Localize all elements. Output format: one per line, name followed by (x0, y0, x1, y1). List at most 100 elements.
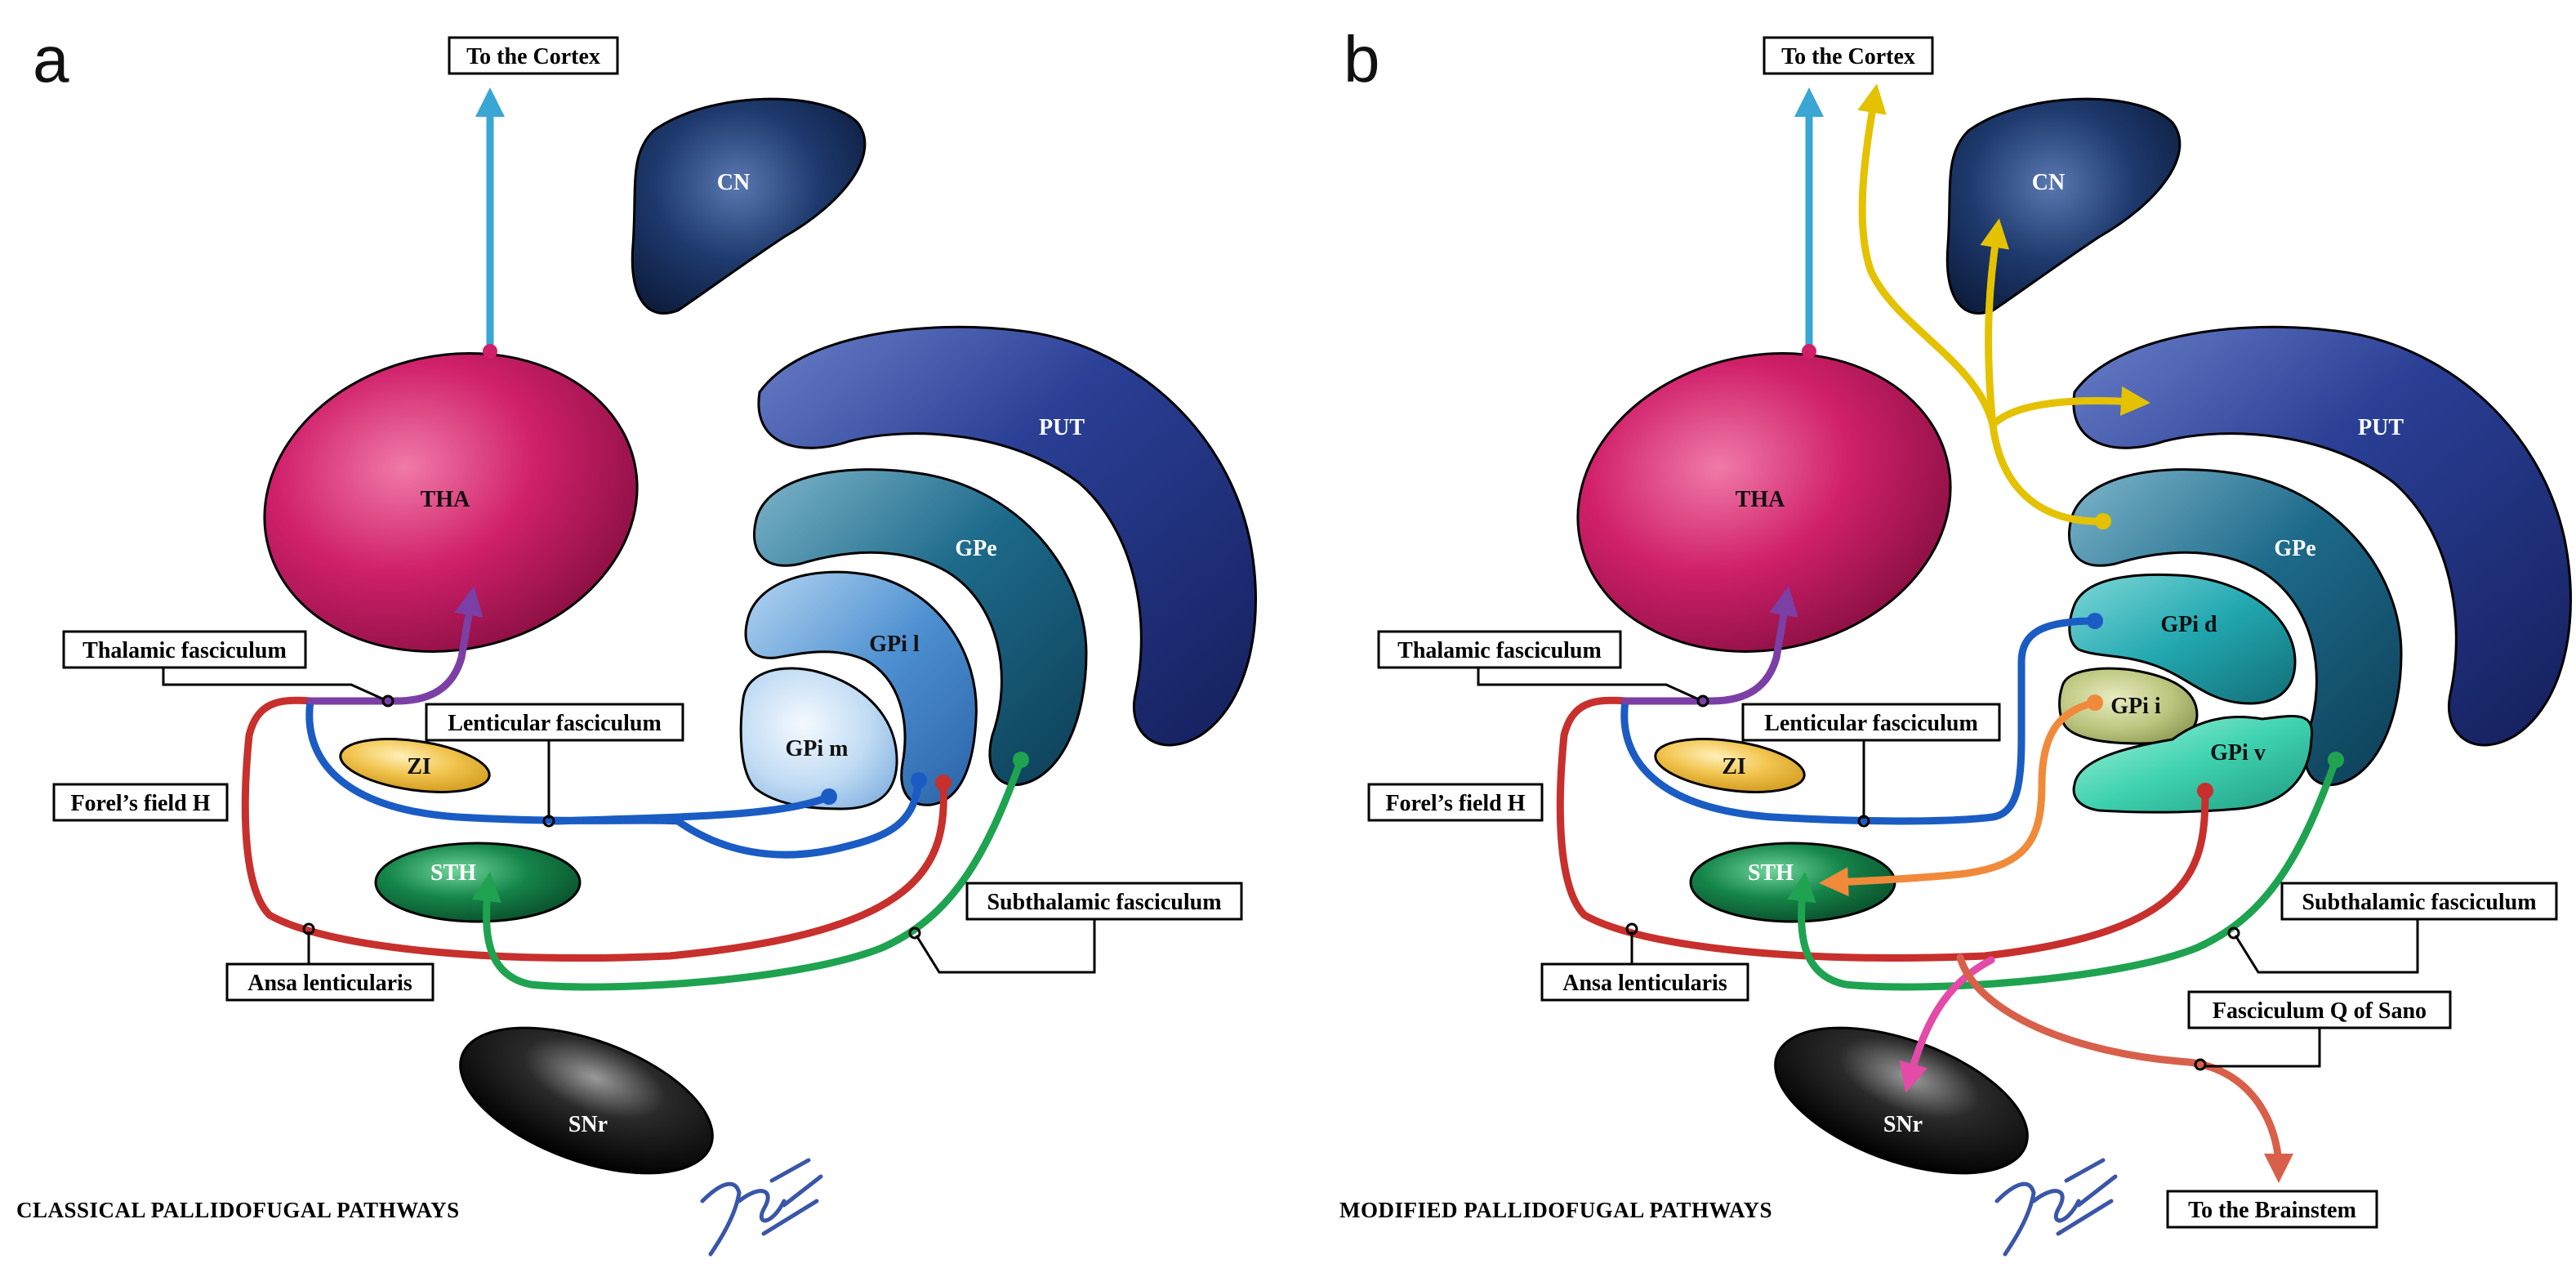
tha-label-b: THA (1736, 487, 1785, 512)
cortex-origin-b (1802, 344, 1816, 359)
lenticular-origin2-a (911, 772, 927, 788)
box-thalamic-a (62, 630, 307, 669)
label-subthalamic-b: Subthalamic fasciculum (2302, 890, 2536, 915)
box-thalamic-b (1377, 630, 1622, 669)
label-sano-b: Fasciculum Q of Sano (2213, 998, 2427, 1024)
caption-b: MODIFIED PALLIDOFUGAL PATHWAYS (1339, 1198, 1772, 1222)
gpil-shape (744, 570, 978, 806)
put-label-b: PUT (2358, 415, 2404, 440)
gpid-label-b: GPi d (2160, 612, 2217, 637)
gpim-shape (739, 667, 898, 810)
gpim-label: GPi m (786, 736, 849, 761)
label-forel-b: Forel’s field H (1385, 791, 1525, 816)
subthalamic-path-b (1786, 756, 2340, 991)
sth-label-b: STH (1748, 860, 1794, 886)
ansa-path-b (1556, 696, 2209, 962)
ansa-path-a (241, 696, 947, 962)
subthalamic-origin-a (1013, 752, 1029, 768)
label-ansa-a: Ansa lenticularis (247, 971, 412, 996)
zi-label-b: ZI (1722, 754, 1746, 779)
leader-lenticular-dot-b (1857, 815, 1870, 828)
box-lenticular-b (1741, 703, 2001, 742)
leader-subthalamic-a (915, 920, 1096, 974)
subthalamic-path-a (471, 756, 1025, 991)
box-subthalamic-a (965, 882, 1243, 921)
snr-shape-b (1774, 1026, 2029, 1175)
yellow-cn-b (1980, 218, 2010, 429)
box-forel-a (52, 783, 229, 822)
box-brainstem-b (2166, 1190, 2378, 1229)
subthalamic-origin-b (2328, 752, 2344, 768)
label-subthalamic-a: Subthalamic fasciculum (987, 890, 1221, 915)
gpe-label-b: GPe (2274, 536, 2315, 561)
panel-letter-a: a (33, 23, 69, 96)
label-brainstem-b: To the Brainstem (2188, 1198, 2356, 1223)
box-forel-b (1367, 783, 1544, 822)
label-to-cortex-a: To the Cortex (466, 44, 600, 69)
leader-subthalamic-b (2234, 920, 2419, 974)
lenticular-branch-a (551, 793, 833, 825)
tha-label: THA (421, 487, 470, 512)
brainstem-path-b (1956, 953, 2293, 1183)
leader-subthalamic-dot-a (908, 927, 921, 940)
label-to-cortex-b: To the Cortex (1781, 44, 1915, 69)
orange-origin-b (2087, 694, 2103, 711)
thalamic-path-a (306, 586, 484, 705)
zi-shape-b (1654, 738, 1806, 793)
caption-a: CLASSICAL PALLIDOFUGAL PATHWAYS (16, 1198, 460, 1222)
ansa-origin-b (2197, 783, 2213, 799)
box-lenticular-a (425, 703, 684, 742)
pink-path-b (1899, 956, 1995, 1093)
box-ansa-a (225, 962, 435, 1002)
panel-letter-b: b (1344, 23, 1380, 96)
label-thalamic-b: Thalamic fasciculum (1397, 638, 1602, 663)
leader-thalamic-a (162, 668, 385, 701)
leader-sano-dot-b (2194, 1058, 2207, 1071)
box-subthalamic-b (2280, 882, 2558, 921)
cortex-origin-a (483, 344, 497, 359)
yellow-put-b (1989, 386, 2150, 429)
sth-shape (374, 842, 582, 923)
leader-ansa-dot-b (1625, 922, 1638, 935)
leader-thalamic-b (1477, 668, 1700, 701)
label-thalamic-a: Thalamic fasciculum (82, 638, 287, 663)
snr-shape (459, 1026, 714, 1175)
yellow-cortex-b (1857, 83, 1997, 429)
lenticular-path-b (1620, 617, 2099, 825)
orange-path-b (1819, 699, 2099, 897)
gpii-label-b: GPi i (2110, 694, 2161, 719)
cn-label: CN (717, 170, 750, 195)
put-shape-b (2072, 325, 2572, 747)
leader-subthalamic-dot-b (2227, 927, 2240, 940)
gpil-label: GPi l (869, 632, 920, 657)
snr-label-b: SNr (1883, 1112, 1923, 1137)
label-lenticular-a: Lenticular fasciculum (448, 711, 662, 736)
snr-label: SNr (568, 1112, 608, 1137)
box-to-cortex-a (448, 36, 619, 75)
leader-sano-b (2205, 1028, 2321, 1068)
gpe-shape-b (2068, 468, 2403, 787)
label-forel-a: Forel’s field H (70, 791, 210, 816)
panel-a: a CN PUT GPe GPi l GPi m THA ZI STH SNr (16, 23, 1257, 1257)
cn-shape (631, 97, 867, 315)
leader-ansa-dot-a (302, 922, 315, 935)
gpid-shape-b (2068, 573, 2297, 705)
thalamic-path-b (1621, 586, 1798, 705)
leader-thalamic-dot-b (1696, 694, 1709, 708)
label-lenticular-b: Lenticular fasciculum (1764, 711, 1978, 736)
label-ansa-b: Ansa lenticularis (1562, 971, 1727, 996)
box-sano-b (2187, 990, 2452, 1029)
gpe-shape (753, 468, 1088, 787)
lenticular-origin-a (821, 788, 837, 805)
zi-shape (339, 738, 491, 793)
panel-b: b CN PUT GPe GPi d GPi i GPi v THA ZI ST… (1339, 23, 2572, 1257)
put-shape (757, 325, 1257, 747)
sth-label: STH (430, 860, 476, 886)
leader-lenticular-dot-a (542, 815, 555, 828)
lenticular-origin-b (2087, 613, 2103, 629)
box-to-cortex-b (1763, 36, 1934, 75)
tha-shape-b (1576, 352, 1952, 653)
gpiv-shape-b (2072, 714, 2314, 814)
signature-a (700, 1158, 823, 1257)
cn-label-b: CN (2032, 170, 2065, 195)
